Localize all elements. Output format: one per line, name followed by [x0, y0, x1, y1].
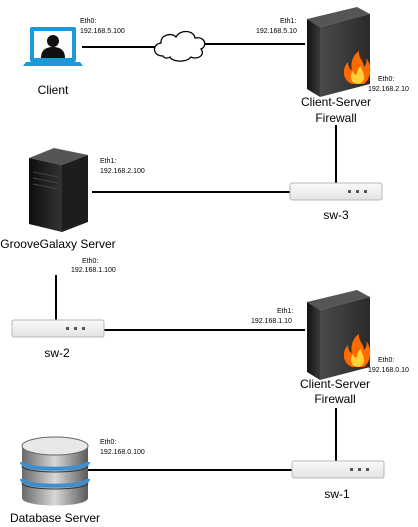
db-eth-ip: 192.168.0.100 — [100, 449, 145, 456]
sw3-label: sw-3 — [323, 208, 349, 222]
database-icon — [20, 436, 90, 506]
sw3-switch-icon — [289, 182, 383, 201]
firewall-top-eth0-name: Eth0: — [378, 76, 394, 83]
firewall-bottom-label-line2: Firewall — [314, 392, 355, 406]
firewall-bottom-eth1-name: Eth1: — [277, 308, 293, 315]
sw2-switch-icon — [11, 319, 105, 338]
firewall-top-icon — [307, 7, 371, 97]
sw2-label: sw-2 — [44, 346, 70, 360]
client-eth-name: Eth0: — [80, 18, 96, 25]
groove-eth1-ip: 192.168.2.100 — [100, 168, 145, 175]
firewall-top-label-line2: Firewall — [315, 111, 356, 125]
firewall-top-eth1-ip: 192.168.5.10 — [256, 28, 297, 35]
groove-server-label: GrooveGalaxy Server — [0, 237, 115, 251]
firewall-bottom-icon — [307, 290, 371, 380]
db-eth-name: Eth0: — [100, 439, 116, 446]
sw1-switch-icon — [291, 460, 385, 479]
groove-server-icon — [29, 148, 88, 232]
groove-eth1-name: Eth1: — [100, 158, 116, 165]
client-label: Client — [38, 83, 69, 97]
client-eth-ip: 192.168.5.100 — [80, 28, 125, 35]
database-server-label: Database Server — [10, 511, 100, 525]
client-laptop-icon — [23, 27, 83, 66]
sw1-label: sw-1 — [324, 487, 350, 501]
cloud-icon — [153, 30, 206, 62]
connections — [55, 43, 337, 471]
firewall-bottom-eth0-name: Eth0: — [378, 357, 394, 364]
firewall-top-label-line1: Client-Server — [301, 95, 371, 109]
firewall-bottom-eth1-ip: 192.168.1.10 — [251, 318, 292, 325]
firewall-bottom-label-line1: Client-Server — [300, 377, 370, 391]
groove-eth0-ip: 192.168.1.100 — [71, 267, 116, 274]
firewall-top-eth0-ip: 192.168.2.10 — [368, 86, 409, 93]
firewall-top-eth1-name: Eth1: — [280, 18, 296, 25]
firewall-bottom-eth0-ip: 192.168.0.10 — [368, 367, 409, 374]
groove-eth0-name: Eth0: — [82, 258, 98, 265]
